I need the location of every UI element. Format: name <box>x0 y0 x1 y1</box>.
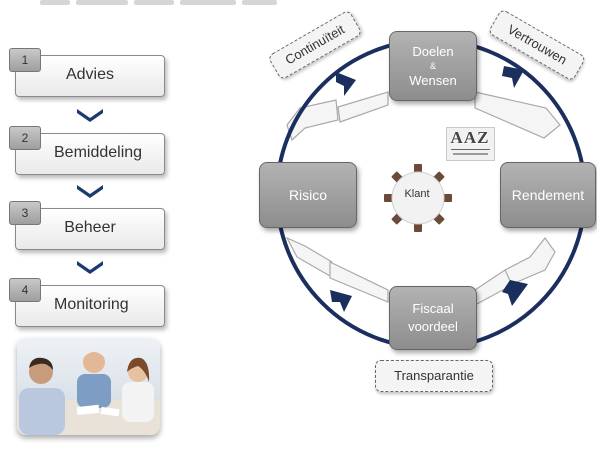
meeting-photo <box>17 338 160 435</box>
node-label: Rendement <box>511 187 585 203</box>
ring-chevron-icon <box>502 66 524 88</box>
step-4-monitoring: 4 Monitoring <box>9 278 165 327</box>
node-label-ampersand: & <box>429 60 436 71</box>
node-rendement: Rendement <box>500 162 596 228</box>
gear-icon <box>384 164 452 232</box>
step-label: Monitoring <box>54 296 129 313</box>
cropped-top-text <box>40 0 285 6</box>
node-doelen-wensen: Doelen & Wensen <box>389 31 477 101</box>
node-label: Wensen <box>409 72 457 88</box>
node-label: Risico <box>288 187 328 203</box>
step-label: Advies <box>65 66 115 83</box>
ring-chevron-icon <box>502 280 528 306</box>
step-2-bemiddeling: 2 Bemiddeling <box>9 126 165 175</box>
step-number-badge: 3 <box>9 201 41 225</box>
step-label: Bemiddeling <box>54 144 143 161</box>
node-fiscaal-voordeel: Fiscaal voordeel <box>389 286 477 350</box>
down-chevron-icon <box>77 185 103 198</box>
ring-chevron-icon <box>330 290 352 312</box>
down-chevron-icon <box>77 261 103 274</box>
down-chevron-icon <box>77 109 103 122</box>
ring-chevron-icon <box>336 72 356 96</box>
step-3-beheer: 3 Beheer <box>9 201 165 250</box>
tag-transparantie: Transparantie <box>375 360 493 392</box>
aaz-logo: AAZ <box>446 127 495 161</box>
node-label: Doelen <box>412 43 454 59</box>
step-number-badge: 4 <box>9 278 41 302</box>
node-risico: Risico <box>259 162 357 228</box>
step-label: Beheer <box>64 219 116 236</box>
node-label: voordeel <box>408 319 458 334</box>
step-1-advies: 1 Advies <box>9 48 165 97</box>
step-number-badge: 2 <box>9 126 41 150</box>
step-number-badge: 1 <box>9 48 41 72</box>
node-label: Fiscaal <box>412 301 454 316</box>
center-label-klant: Klant <box>404 188 430 200</box>
